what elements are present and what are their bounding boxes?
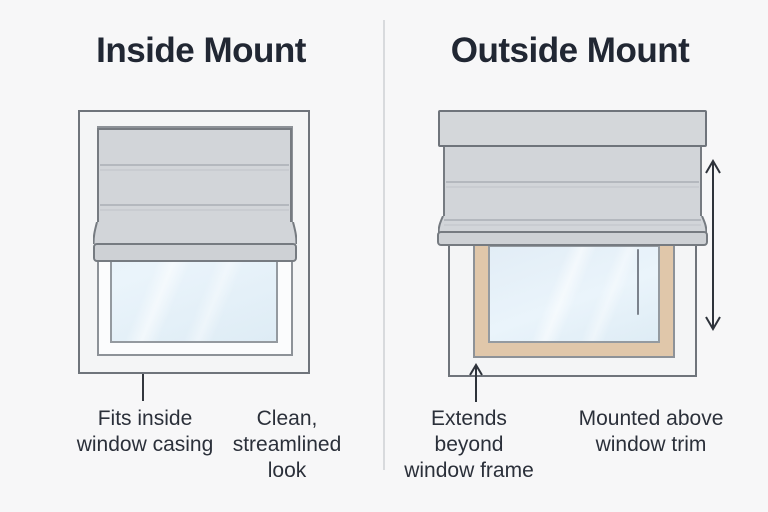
caption-line: window trim bbox=[595, 433, 707, 456]
caption-line: look bbox=[267, 459, 307, 482]
caption-line: beyond bbox=[434, 433, 504, 456]
caption-line: Extends bbox=[431, 407, 507, 430]
outside-mount-title: Outside Mount bbox=[450, 31, 690, 70]
inside-shade-fold bbox=[100, 164, 289, 171]
outside-shade-fold bbox=[446, 181, 699, 188]
inside-mount-title: Inside Mount bbox=[96, 31, 306, 70]
caption-line: Mounted above bbox=[578, 407, 724, 430]
caption-line: Fits inside bbox=[97, 407, 193, 430]
inside-shade-skirt bbox=[93, 222, 297, 244]
outside-shade-fold bbox=[444, 219, 701, 226]
inside-shade-fold bbox=[100, 204, 289, 211]
leader-line bbox=[142, 372, 144, 401]
panel-divider bbox=[383, 20, 385, 470]
caption-line: streamlined bbox=[232, 433, 342, 456]
lift-cord bbox=[637, 249, 639, 315]
clean-look-caption: Clean, streamlined look bbox=[187, 406, 387, 484]
caption-line: window casing bbox=[76, 433, 214, 456]
extends-beyond-caption: Extends beyond window frame bbox=[369, 406, 569, 484]
up-arrow-icon bbox=[469, 363, 483, 402]
inside-roman-shade bbox=[97, 128, 292, 222]
outside-shade-bottom-bar bbox=[437, 231, 708, 246]
outside-window-glass bbox=[488, 245, 660, 343]
inside-shade-bottom-bar bbox=[93, 243, 297, 262]
caption-line: Clean, bbox=[256, 407, 318, 430]
mounted-above-caption: Mounted above window trim bbox=[551, 406, 751, 458]
vertical-double-arrow-icon bbox=[705, 159, 721, 331]
outside-header-rail bbox=[438, 110, 707, 147]
fits-inside-caption: Fits inside window casing bbox=[45, 406, 245, 458]
caption-line: window frame bbox=[404, 459, 534, 482]
